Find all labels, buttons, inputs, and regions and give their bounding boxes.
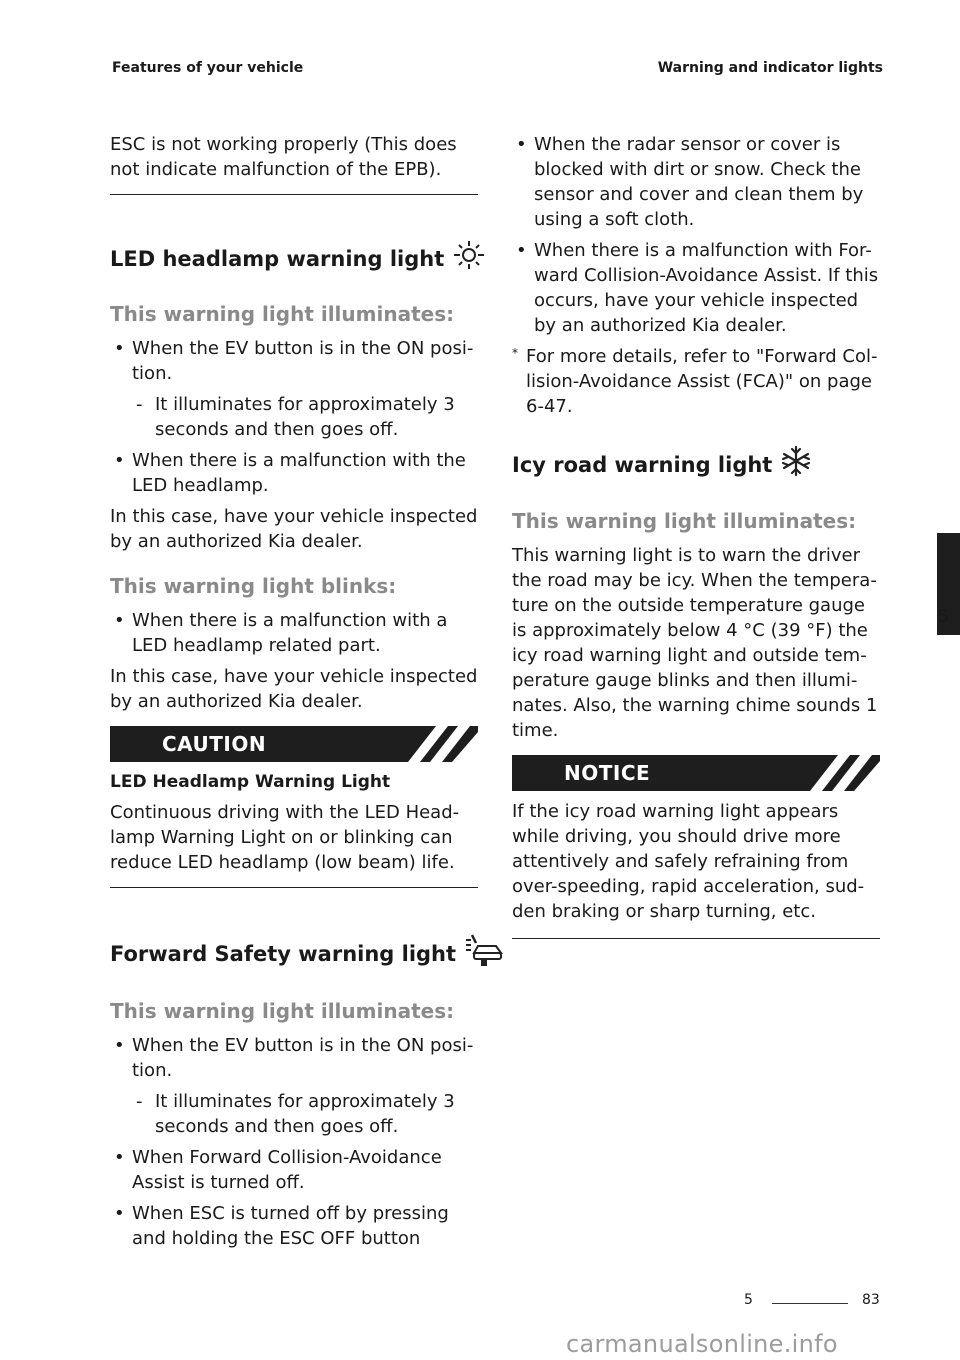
section-divider xyxy=(110,887,478,888)
note-marker: * xyxy=(512,346,518,360)
sub-list-item: It illuminates for approximately 3 secon… xyxy=(132,392,478,442)
led-blinks-heading: This warning light blinks: xyxy=(110,574,397,598)
section-divider xyxy=(110,194,478,195)
led-illuminates-list: When the EV button is in the ON posi-tio… xyxy=(110,336,478,498)
list-item: When ESC is turned off by pressing and h… xyxy=(110,1201,478,1251)
caution-text: Continuous driving with the LED Head-lam… xyxy=(110,802,460,873)
notice-text: If the icy road warning light appears wh… xyxy=(512,801,865,922)
banner-stripes xyxy=(408,726,478,762)
list-item: When the EV button is in the ON posi-tio… xyxy=(110,336,478,442)
fs-illuminates-list: When the EV button is in the ON posi-tio… xyxy=(110,1033,478,1251)
note-text: For more details, refer to "Forward Col-… xyxy=(526,346,878,417)
list-item-text: When the EV button is in the ON posi-tio… xyxy=(132,338,474,384)
forward-safety-icon xyxy=(464,933,504,975)
reference-note: * For more details, refer to "Forward Co… xyxy=(512,344,880,419)
icy-section-title: Icy road warning light xyxy=(512,453,773,477)
fs-illuminates-heading: This warning light illuminates: xyxy=(110,999,455,1023)
footer-chapter-number: 5 xyxy=(744,1292,753,1308)
list-item: When there is a malfunction with a LED h… xyxy=(110,608,478,658)
icy-illuminates-heading: This warning light illuminates: xyxy=(512,509,857,533)
sub-list-item: It illuminates for approximately 3 secon… xyxy=(132,1089,478,1139)
caution-label: CAUTION xyxy=(162,732,267,756)
chapter-side-number: 5 xyxy=(937,606,950,627)
footer-page-number: 83 xyxy=(862,1292,880,1308)
caution-banner: CAUTION xyxy=(110,726,478,762)
list-item: When there is a malfunction with For-war… xyxy=(512,238,880,338)
icy-paragraph: This warning light is to warn the driver… xyxy=(512,545,878,741)
list-item-text: When the EV button is in the ON posi-tio… xyxy=(132,1035,474,1081)
intro-paragraph: ESC is not working properly (This does n… xyxy=(110,134,457,180)
led-paragraph-1: In this case, have your vehicle inspecte… xyxy=(110,506,478,552)
list-item: When Forward Collision-Avoidance Assist … xyxy=(110,1145,478,1195)
chapter-side-tab xyxy=(937,533,960,635)
led-headlamp-icon xyxy=(452,240,486,278)
led-illuminates-heading: This warning light illuminates: xyxy=(110,302,455,326)
banner-stripes xyxy=(810,755,880,791)
left-column: ESC is not working properly (This does n… xyxy=(110,132,504,1257)
fs-section-heading: Forward Safety warning light xyxy=(110,933,504,975)
header-chapter-title: Warning and indicator lights xyxy=(657,60,883,76)
led-section-title: LED headlamp warning light xyxy=(110,247,445,271)
icy-section-heading: Icy road warning light xyxy=(512,445,880,485)
led-blinks-list: When there is a malfunction with a LED h… xyxy=(110,608,478,658)
list-item: When the EV button is in the ON posi-tio… xyxy=(110,1033,478,1139)
section-divider xyxy=(512,938,880,939)
led-paragraph-2: In this case, have your vehicle inspecte… xyxy=(110,666,478,712)
led-section-heading: LED headlamp warning light xyxy=(110,240,485,278)
watermark-text: carmanualsonline.info xyxy=(566,1330,838,1358)
fs-continued-list: When the radar sensor or cover is blocke… xyxy=(512,132,880,338)
list-item: When there is a malfunction with the LED… xyxy=(110,448,478,498)
footer-divider xyxy=(772,1303,848,1304)
caution-title: LED Headlamp Warning Light xyxy=(110,772,391,792)
snowflake-icon xyxy=(780,445,812,485)
notice-label: NOTICE xyxy=(564,761,651,785)
fs-section-title: Forward Safety warning light xyxy=(110,942,457,966)
notice-banner: NOTICE xyxy=(512,755,880,791)
list-item: When the radar sensor or cover is blocke… xyxy=(512,132,880,232)
right-column: When the radar sensor or cover is blocke… xyxy=(512,132,880,939)
header-section-title: Features of your vehicle xyxy=(112,60,304,76)
